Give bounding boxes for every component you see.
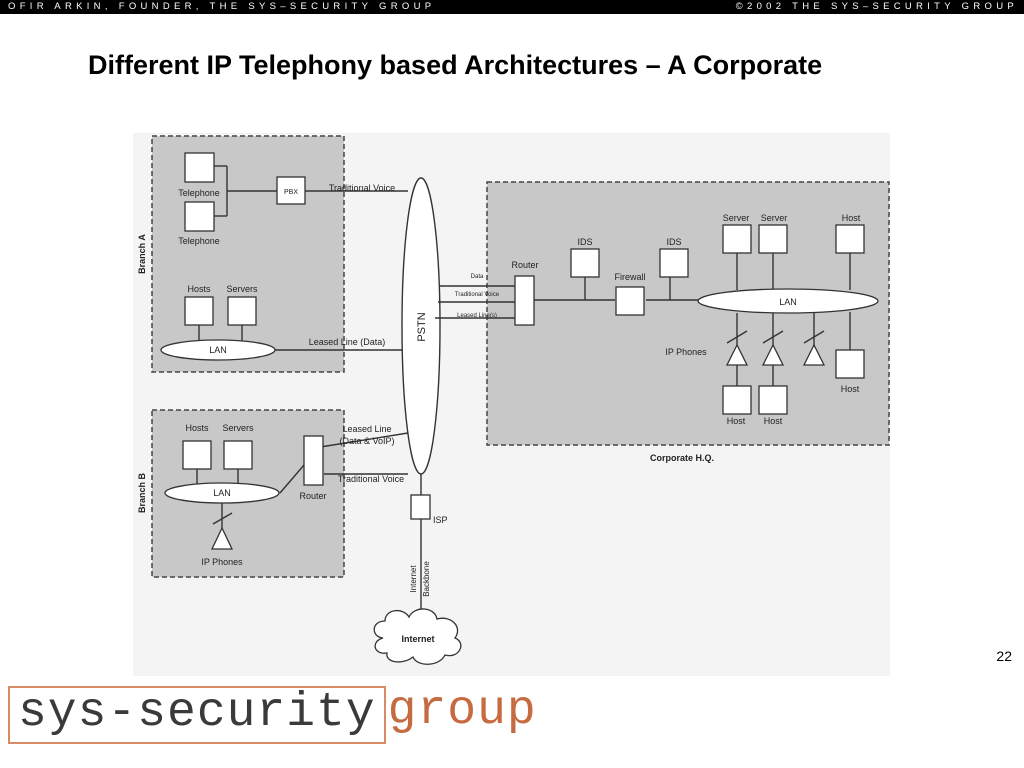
hq-ids-1-icon: [570, 248, 600, 278]
telephone-2-label: Telephone: [178, 236, 220, 246]
hq-host-top-label: Host: [842, 213, 861, 223]
isp-label: ISP: [433, 515, 448, 525]
header-author: OFIR ARKIN, FOUNDER, THE SYS–SECURITY GR…: [8, 1, 436, 12]
branch-b-servers-label: Servers: [222, 423, 254, 433]
branch-b-ip-phones-label: IP Phones: [201, 557, 243, 567]
leased-line-b-label-1: Leased Line: [342, 424, 391, 434]
internet-label: Internet: [401, 634, 434, 644]
branch-b-wires: [196, 432, 409, 528]
hq-host-right-icon: [835, 349, 865, 379]
pbx-label: PBX: [284, 189, 298, 196]
branch-a-server-icon: [227, 296, 257, 326]
corporate-hq-label: Corporate H.Q.: [650, 453, 714, 463]
hq-server-1-icon: [722, 224, 752, 254]
logo-sys-security: sys-security: [8, 686, 386, 744]
hq-server-2-icon: [758, 224, 788, 254]
branch-a-zone: [151, 135, 345, 373]
telephone-1-icon: [184, 152, 215, 183]
internet-cloud-icon: [373, 608, 462, 665]
branch-b-hosts-label: Hosts: [185, 423, 209, 433]
telephone-1-label: Telephone: [178, 188, 220, 198]
network-diagram: Branch A Branch B Corporate H.Q. Telepho…: [133, 133, 890, 676]
pbx-icon: [276, 176, 306, 205]
hq-ids-2-icon: [659, 248, 689, 278]
hq-ip-phone-3-icon: [802, 343, 826, 366]
logo-group: group: [387, 684, 537, 738]
header-copyright: ©2002 THE SYS–SECURITY GROUP: [735, 1, 1018, 12]
page-number: 22: [996, 648, 1012, 664]
branch-a-host-icon: [184, 296, 214, 326]
hq-data-label: Data: [471, 274, 484, 280]
hq-host-top-icon: [835, 224, 865, 254]
internet-backbone-label-1: Internet: [409, 565, 418, 593]
internet-backbone-label-2: Backbone: [422, 561, 431, 597]
hq-firewall-icon: [615, 286, 645, 316]
branch-b-router-label: Router: [299, 491, 326, 501]
pstn-cloud: [401, 177, 441, 475]
hq-ip-phones-label: IP Phones: [665, 347, 707, 357]
branch-a-wires: [198, 165, 408, 351]
hq-ip-phone-2-icon: [761, 343, 785, 366]
isp-icon: [410, 494, 431, 520]
hq-host-right-label: Host: [841, 384, 860, 394]
hq-server-1-label: Server: [723, 213, 750, 223]
leased-line-data-label: Leased Line (Data): [309, 337, 386, 347]
branch-b-router-icon: [303, 435, 324, 486]
branch-a-servers-label: Servers: [226, 284, 258, 294]
branch-a-label: Branch A: [137, 234, 147, 274]
hq-traditional-voice-label: Traditional Voice: [455, 292, 500, 298]
hq-host-1-icon: [722, 385, 752, 415]
hq-server-2-label: Server: [761, 213, 788, 223]
hq-router-label: Router: [511, 260, 538, 270]
branch-b-server-icon: [223, 440, 253, 470]
branch-a-hosts-label: Hosts: [187, 284, 211, 294]
hq-host-2-icon: [758, 385, 788, 415]
hq-lan-label: LAN: [779, 297, 797, 307]
branch-b-ip-phone-icon: [210, 526, 234, 550]
corporate-hq-zone: [486, 181, 890, 446]
hq-router-icon: [514, 275, 535, 326]
branch-b-lan: [164, 482, 280, 504]
hq-lan: [697, 288, 879, 314]
hq-ip-phone-1-icon: [725, 343, 749, 366]
traditional-voice-b-label: Traditional Voice: [338, 474, 404, 484]
hq-host-2-label: Host: [764, 416, 783, 426]
hq-host-1-label: Host: [727, 416, 746, 426]
branch-a-lan-label: LAN: [209, 345, 227, 355]
slide-title: Different IP Telephony based Architectur…: [88, 50, 823, 80]
hq-ids-2-label: IDS: [666, 237, 681, 247]
traditional-voice-a-label: Traditional Voice: [329, 183, 395, 193]
branch-b-host-icon: [182, 440, 212, 470]
branch-b-label: Branch B: [137, 472, 147, 513]
leased-line-b-label-2: (Data & VoIP): [339, 436, 394, 446]
header-bar: OFIR ARKIN, FOUNDER, THE SYS–SECURITY GR…: [0, 0, 1024, 14]
hq-ids-1-label: IDS: [577, 237, 592, 247]
branch-a-lan: [160, 339, 276, 361]
hq-leased-lines-label: Leased Line(s): [457, 313, 497, 319]
telephone-2-icon: [184, 201, 215, 232]
network-diagram-svg: Branch A Branch B Corporate H.Q. Telepho…: [137, 135, 890, 665]
branch-b-lan-label: LAN: [213, 488, 231, 498]
hq-firewall-label: Firewall: [614, 272, 645, 282]
pstn-label: PSTN: [416, 312, 428, 341]
